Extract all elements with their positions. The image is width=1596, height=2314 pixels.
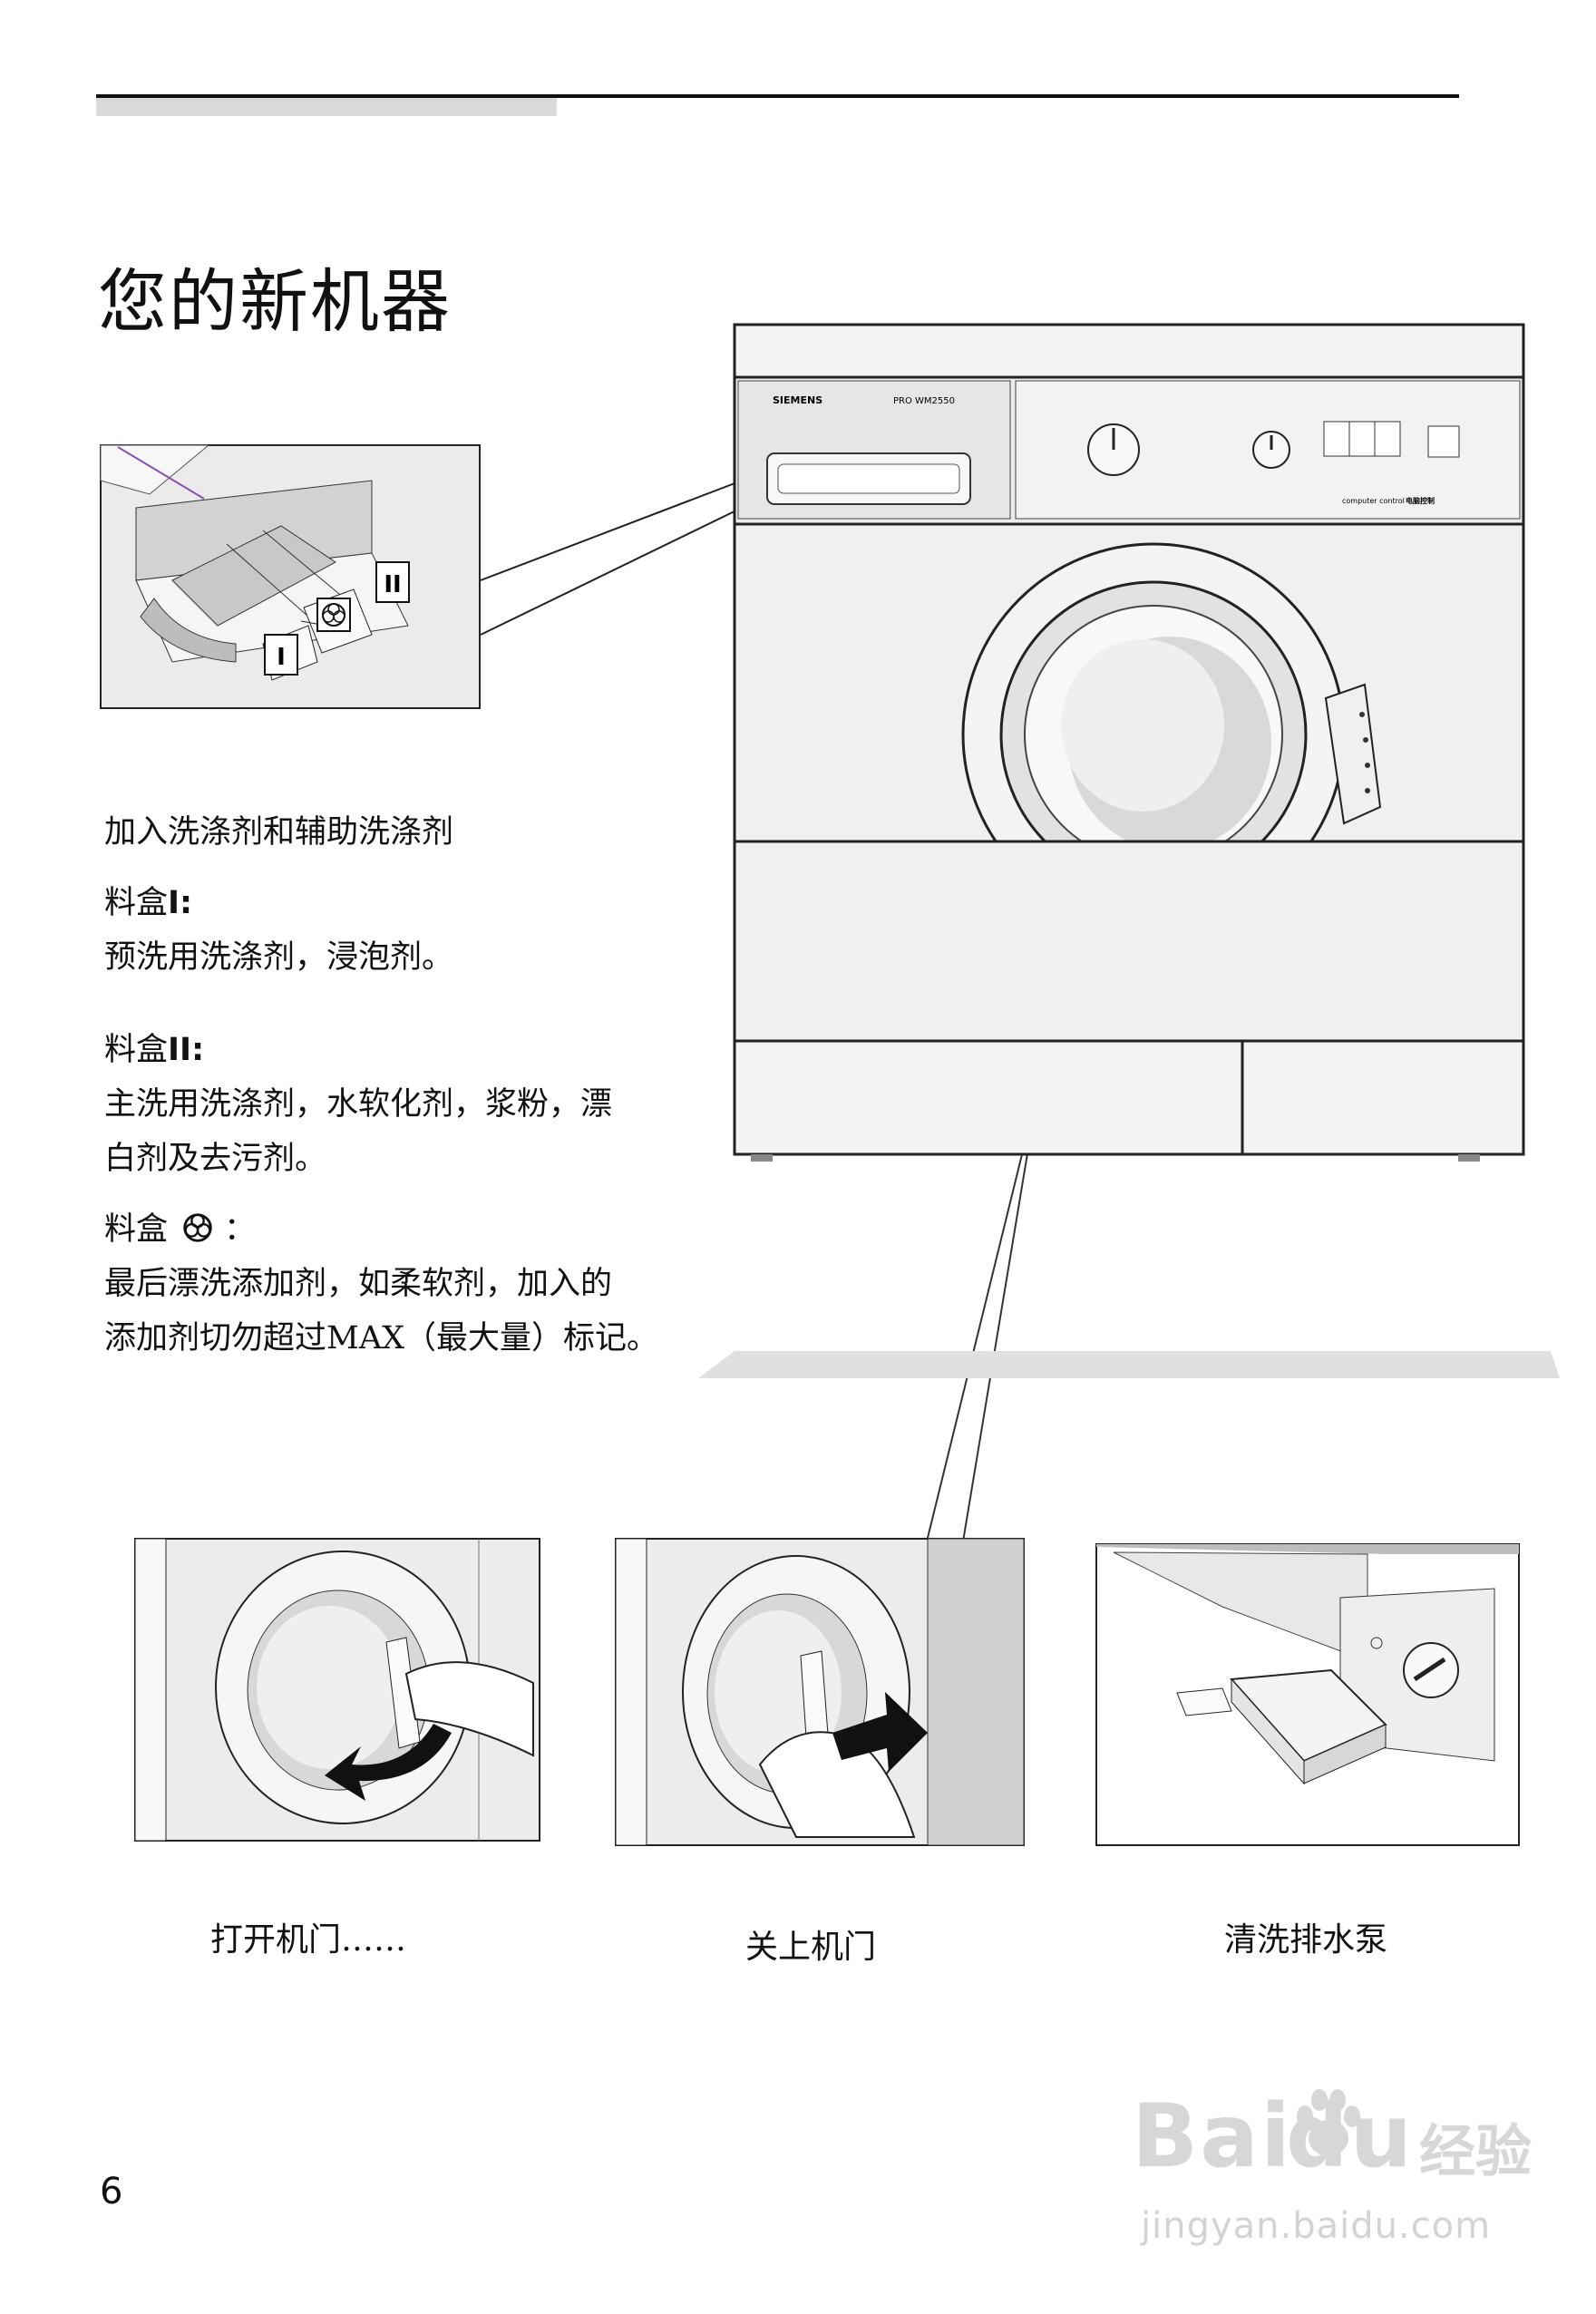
watermark-url: jingyan.baidu.com <box>1141 2205 1492 2247</box>
model-label: PRO WM2550 <box>893 396 955 406</box>
paw-icon <box>1297 2089 1360 2156</box>
compartment-softener-text-line2: 添加剂切勿超过MAX（最大量）标记。 <box>104 1320 659 1356</box>
washing-machine-illustration: SIEMENS PRO WM2550 computer control 电脑控制 <box>698 323 1560 1378</box>
caption-close-door: 关上机门 <box>745 1929 877 1966</box>
flower-softener-icon <box>183 1213 212 1242</box>
detergent-heading: 加入洗涤剂和辅助洗涤剂 <box>104 814 454 851</box>
watermark-logo-du: du <box>1286 2086 1415 2187</box>
header-accent-bar <box>96 98 557 116</box>
flower-softener-icon <box>322 603 345 627</box>
panel-tagline-cn: 电脑控制 <box>1406 496 1435 505</box>
drain-pump-illustration <box>1095 1543 1520 1846</box>
detergent-drawer-illustration: I II <box>100 444 481 709</box>
caption-open-door: 打开机门…… <box>210 1921 407 1959</box>
watermark-logo-bai: Bai <box>1132 2086 1292 2187</box>
compartment-softener-text-line1: 最后漂洗添加剂，如柔软剂，加入的 <box>104 1266 613 1302</box>
compartment-1-label: 料盒I: <box>104 885 193 921</box>
compartment-2-label: 料盒II: <box>104 1032 205 1068</box>
brand-logo: SIEMENS <box>773 394 822 406</box>
page-number: 6 <box>100 2171 123 2212</box>
watermark-jingyan: 经验 <box>1419 2118 1533 2184</box>
open-door-illustration <box>134 1538 540 1842</box>
compartment-2-text-line2: 白剂及去污剂。 <box>104 1141 327 1177</box>
caption-clean-pump: 清洗排水泵 <box>1224 1921 1388 1959</box>
compartment-1-text: 预洗用洗涤剂，浸泡剂。 <box>104 939 454 976</box>
compartment-2-section: 料盒II: 主洗用洗涤剂，水软化剂，浆粉，漂 白剂及去污剂。 <box>104 1023 721 1186</box>
compartment-1-section: 料盒I: 预洗用洗涤剂，浸泡剂。 <box>104 876 721 985</box>
drawer-mark-2: I <box>277 644 286 671</box>
compartment-softener-section: 料盒： 最后漂洗添加剂，如柔软剂，加入的 添加剂切勿超过MAX（最大量）标记。 <box>104 1202 721 1366</box>
drawer-mark-1: II <box>384 571 401 598</box>
compartment-softener-label: 料盒： <box>104 1211 257 1248</box>
header-rule <box>96 94 1459 98</box>
page-title: 您的新机器 <box>98 260 452 342</box>
compartment-2-text-line1: 主洗用洗涤剂，水软化剂，浆粉，漂 <box>104 1086 613 1123</box>
panel-tagline-en: computer control <box>1342 497 1405 505</box>
close-door-illustration <box>615 1538 1025 1846</box>
